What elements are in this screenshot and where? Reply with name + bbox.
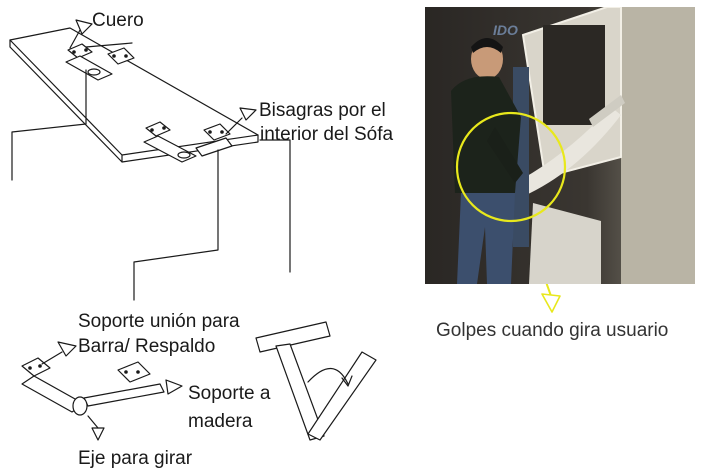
hinges-label-line2: interior del Sófa <box>260 124 394 145</box>
hinge-bottom <box>143 121 233 163</box>
pointer-leather <box>75 19 93 35</box>
pointer-hinges <box>239 107 257 121</box>
photo-caption: Golpes cuando gira usuario <box>436 320 669 341</box>
support-label-line1: Soporte unión para <box>78 311 240 332</box>
leather-crease <box>85 42 133 48</box>
person-figure <box>451 38 523 284</box>
hinges-label-line1: Bisagras por el <box>259 100 386 121</box>
leather-label: Cuero <box>92 10 144 31</box>
pointer-axis <box>91 427 105 441</box>
workshop-photo: IDO <box>425 7 695 284</box>
leader-right <box>259 139 291 273</box>
axis-label: Eje para girar <box>78 448 193 469</box>
bracket-detail <box>21 357 165 416</box>
leader-center <box>133 149 219 301</box>
pointer-caption <box>541 293 561 313</box>
support-label-line2: Barra/ Respaldo <box>78 336 216 357</box>
pointer-wood <box>165 379 183 395</box>
wall-logo-fragment: IDO <box>493 22 518 38</box>
seat-board-edge <box>9 39 259 163</box>
impact-highlight-circle <box>455 111 567 223</box>
hinge-top <box>65 43 135 81</box>
swivel-arm <box>511 107 621 199</box>
leader-left <box>11 69 87 181</box>
rotation-detail <box>255 321 377 441</box>
wood-support-label-line1: Soporte a <box>188 383 271 404</box>
pointer-support <box>57 341 77 357</box>
wood-support-label-line2: madera <box>188 411 253 432</box>
